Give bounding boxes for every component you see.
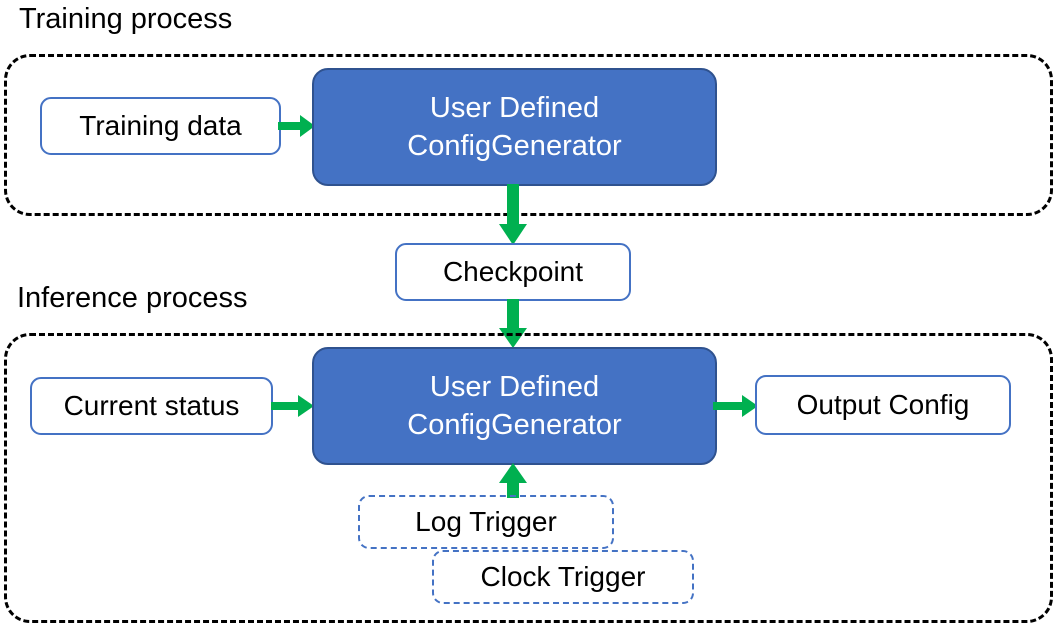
generator-title-line1: User Defined bbox=[429, 371, 600, 403]
arrow-current-status-to-generator bbox=[271, 392, 315, 420]
node-current-status[interactable]: Current status bbox=[30, 377, 273, 435]
node-output-config[interactable]: Output Config bbox=[755, 375, 1011, 435]
node-clock-trigger[interactable]: Clock Trigger bbox=[432, 550, 694, 604]
training-process-container bbox=[4, 54, 1053, 216]
node-user-defined-configgenerator-inference[interactable]: User Defined ConfigGenerator bbox=[312, 347, 717, 465]
node-training-data[interactable]: Training data bbox=[40, 97, 281, 155]
arrow-generator-to-checkpoint bbox=[498, 184, 528, 246]
node-log-trigger[interactable]: Log Trigger bbox=[358, 495, 614, 549]
generator-title-line1: User Defined bbox=[429, 92, 600, 124]
node-checkpoint[interactable]: Checkpoint bbox=[395, 243, 631, 301]
training-process-title: Training process bbox=[19, 3, 233, 35]
arrow-generator-to-output-config bbox=[713, 392, 759, 420]
generator-title-line2: ConfigGenerator bbox=[407, 130, 622, 162]
arrow-training-data-to-generator bbox=[278, 112, 316, 140]
arrow-triggers-to-generator bbox=[498, 463, 528, 499]
generator-title-line2: ConfigGenerator bbox=[407, 409, 622, 441]
node-user-defined-configgenerator-training[interactable]: User Defined ConfigGenerator bbox=[312, 68, 717, 186]
inference-process-container bbox=[4, 333, 1053, 623]
inference-process-title: Inference process bbox=[17, 282, 248, 314]
